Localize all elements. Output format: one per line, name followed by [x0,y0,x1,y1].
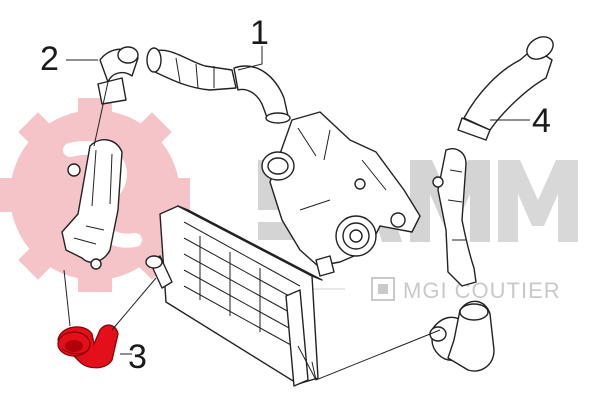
callout-1: 1 [250,14,269,52]
mgi-logo-icon [371,277,395,301]
turbo-hose-part-highlighted [57,324,119,369]
intake-pipe-assembly-part [429,36,554,361]
callout-3: 3 [128,338,147,376]
intercooler-part [145,205,323,387]
mgi-coutier-brand: MGI COUTIER [250,277,561,303]
turbocharger-part [261,111,421,277]
callout-4: 4 [532,102,551,140]
brand-text: MGI COUTIER [403,278,561,303]
leader-lines [63,46,530,381]
callout-2: 2 [40,40,59,78]
intake-hose-part [146,47,291,124]
turbo-inlet-pipe-part [447,300,495,372]
